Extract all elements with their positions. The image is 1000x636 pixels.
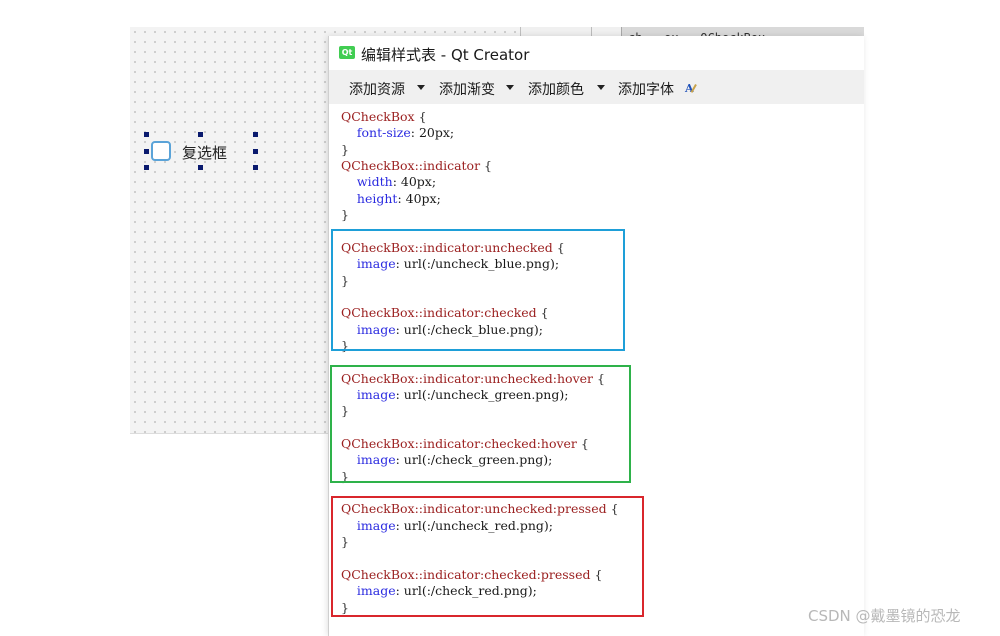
highlight-box-blue (331, 229, 625, 351)
open-brace: { (590, 566, 603, 582)
css-property: width (356, 174, 393, 190)
selection-handle-mid-right[interactable] (253, 149, 258, 154)
code-line: QCheckBox::indicator:checked:hover { (341, 436, 589, 452)
add-font-button[interactable]: 添加字体 (618, 82, 674, 98)
css-value: 40px; (401, 190, 441, 206)
css-value: url(:/uncheck_green.png); (399, 386, 569, 402)
css-property: image (356, 256, 396, 272)
close-brace: } (341, 337, 349, 353)
css-property: font-size (356, 125, 411, 141)
code-line: QCheckBox { (341, 109, 427, 125)
checkbox-widget[interactable]: 复选框 (144, 132, 258, 170)
css-selector: QCheckBox::indicator:unchecked:pressed (341, 501, 607, 517)
add-color-button[interactable]: 添加颜色 (528, 82, 584, 98)
close-brace: } (341, 272, 349, 288)
open-brace: { (552, 239, 565, 255)
css-value: url(:/uncheck_blue.png); (399, 256, 560, 272)
close-brace: } (341, 403, 349, 419)
css-property: height (356, 190, 398, 206)
font-picker-icon[interactable]: A (684, 81, 698, 95)
selection-handle-top-mid[interactable] (198, 132, 203, 137)
svg-text:A: A (684, 82, 694, 95)
checkbox-label: 复选框 (182, 144, 228, 162)
edit-stylesheet-dialog: Qt 编辑样式表 - Qt Creator 添加资源 添加渐变 添加颜色 添加字… (328, 36, 864, 636)
add-resource-button[interactable]: 添加资源 (349, 82, 405, 98)
add-gradient-button[interactable]: 添加渐变 (439, 82, 495, 98)
close-brace: } (341, 141, 349, 157)
css-value: 40px; (396, 174, 437, 190)
selection-handle-top-left[interactable] (144, 132, 149, 137)
code-line: height: 40px; (356, 190, 441, 206)
stylesheet-code-editor[interactable]: QCheckBox { font-size: 20px;}QCheckBox::… (329, 104, 864, 636)
open-brace: { (576, 436, 589, 451)
css-property: image (356, 386, 396, 402)
css-selector: QCheckBox::indicator:unchecked (341, 239, 553, 255)
code-line: font-size: 20px; (356, 125, 455, 141)
dialog-toolbar: 添加资源 添加渐变 添加颜色 添加字体 A (329, 70, 864, 104)
add-gradient-dropdown-icon[interactable] (506, 85, 514, 90)
css-value: 20px; (414, 125, 455, 141)
code-line: QCheckBox::indicator:checked:pressed { (341, 567, 602, 583)
code-line: image: url(:/uncheck_blue.png); (356, 256, 560, 272)
highlight-box-red (331, 496, 644, 617)
code-line: image: url(:/uncheck_green.png); (356, 386, 569, 402)
css-property: image (356, 321, 396, 337)
css-selector: QCheckBox (341, 109, 415, 124)
css-selector: QCheckBox::indicator:unchecked:hover (341, 370, 594, 386)
highlight-box-green (330, 365, 631, 483)
css-property: image (356, 452, 396, 468)
qt-creator-icon: Qt (339, 46, 355, 59)
selection-handle-mid-left[interactable] (144, 149, 149, 154)
open-brace: { (414, 109, 427, 124)
dialog-titlebar[interactable]: Qt 编辑样式表 - Qt Creator (329, 36, 864, 70)
selection-handle-top-right[interactable] (253, 132, 258, 137)
selection-handle-bottom-mid[interactable] (198, 165, 203, 170)
close-brace: } (341, 468, 349, 484)
add-color-dropdown-icon[interactable] (597, 85, 605, 90)
open-brace: { (480, 158, 492, 174)
css-value: url(:/check_blue.png); (399, 321, 543, 337)
css-selector: QCheckBox::indicator:checked (341, 305, 537, 321)
css-value: url(:/uncheck_red.png); (399, 517, 553, 533)
open-brace: { (536, 305, 549, 321)
dialog-title: 编辑样式表 - Qt Creator (361, 46, 530, 64)
css-value: url(:/check_green.png); (399, 452, 553, 468)
selection-handle-bottom-right[interactable] (253, 165, 258, 170)
code-line: QCheckBox::indicator { (341, 158, 492, 174)
code-line: image: url(:/check_green.png); (356, 452, 553, 468)
add-resource-dropdown-icon[interactable] (417, 85, 425, 90)
css-selector: QCheckBox::indicator:checked:pressed (341, 566, 591, 582)
css-selector: QCheckBox::indicator:checked:hover (341, 436, 577, 451)
css-property: image (356, 583, 396, 599)
code-line: image: url(:/uncheck_red.png); (356, 517, 553, 533)
open-brace: { (593, 370, 605, 386)
css-property: image (356, 517, 396, 533)
strip-divider (591, 27, 592, 39)
code-line: QCheckBox::indicator:unchecked { (341, 240, 565, 256)
open-brace: { (606, 501, 619, 517)
csdn-watermark: CSDN @戴墨镜的恐龙 (808, 607, 961, 625)
selection-handle-bottom-left[interactable] (144, 165, 149, 170)
checkbox-indicator[interactable] (151, 141, 171, 161)
code-line: QCheckBox::indicator:unchecked:pressed { (341, 501, 619, 517)
code-line: QCheckBox::indicator:unchecked:hover { (341, 371, 605, 387)
code-line: image: url(:/check_red.png); (356, 583, 537, 599)
css-value: url(:/check_red.png); (399, 583, 537, 599)
close-brace: } (341, 599, 349, 615)
code-line: image: url(:/check_blue.png); (356, 321, 543, 337)
close-brace: } (341, 534, 349, 550)
css-selector: QCheckBox::indicator (341, 158, 481, 174)
code-line: width: 40px; (356, 174, 437, 190)
close-brace: } (341, 207, 349, 223)
code-line: QCheckBox::indicator:checked { (341, 305, 549, 321)
